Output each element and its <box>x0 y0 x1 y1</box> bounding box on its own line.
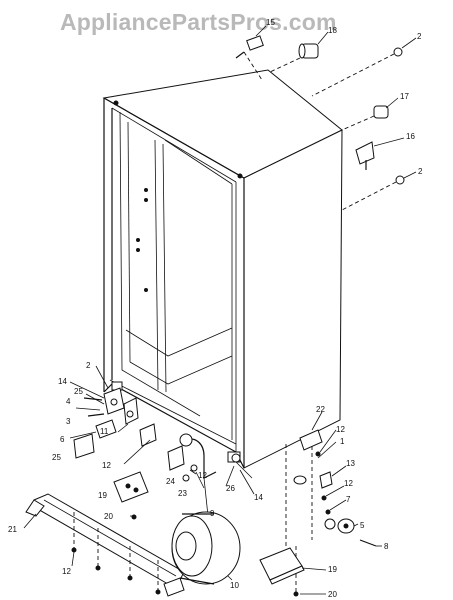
top-hardware-group <box>235 25 417 211</box>
callout-20-left: 20 <box>104 512 113 521</box>
callout-6: 6 <box>60 435 65 444</box>
callout-20-right: 20 <box>328 590 337 599</box>
screw-part-2-top <box>311 47 403 97</box>
callout-15: 15 <box>266 18 275 27</box>
callout-23: 23 <box>178 489 187 498</box>
kickplate-part-21 <box>23 493 185 597</box>
callout-12-c: 12 <box>336 425 345 434</box>
callout-2-top: 2 <box>417 32 422 41</box>
callout-9: 9 <box>210 509 215 518</box>
callout-24: 24 <box>166 477 175 486</box>
callout-13: 13 <box>346 459 355 468</box>
callout-25-b: 25 <box>52 453 61 462</box>
callout-22: 22 <box>316 405 325 414</box>
callout-12-b: 12 <box>198 471 207 480</box>
callout-8: 8 <box>384 542 389 551</box>
callout-12-a: 12 <box>102 461 111 470</box>
bushing-part-18 <box>269 43 319 73</box>
callout-1: 1 <box>340 437 345 446</box>
hinge-part-15 <box>235 35 264 81</box>
callout-labels: 15 18 2 17 16 2 2 14 25 4 3 6 25 11 12 1… <box>8 18 423 599</box>
callout-26: 26 <box>226 484 235 493</box>
drain-pan-part-10 <box>171 511 241 585</box>
callout-3: 3 <box>66 417 71 426</box>
refrigerator-cabinet <box>102 69 343 469</box>
callout-2-left: 2 <box>86 361 91 370</box>
callout-14-left: 14 <box>58 377 67 386</box>
callout-5: 5 <box>360 521 365 530</box>
callout-21: 21 <box>8 525 17 534</box>
bottom-left-hardware <box>69 365 235 520</box>
callout-4: 4 <box>66 397 71 406</box>
callout-14-right: 14 <box>254 493 263 502</box>
bottom-right-hardware <box>235 411 382 597</box>
hinge-part-16 <box>355 141 375 170</box>
callout-12-d: 12 <box>344 479 353 488</box>
bushing-part-17 <box>341 105 389 131</box>
callout-16: 16 <box>406 132 415 141</box>
callout-12-left: 12 <box>62 567 71 576</box>
callout-25-a: 25 <box>74 387 83 396</box>
watermark-text: AppliancePartsPros.com <box>60 9 337 35</box>
callout-11: 11 <box>100 427 109 436</box>
callout-2-mid: 2 <box>418 167 423 176</box>
callout-10: 10 <box>230 581 239 590</box>
callout-7: 7 <box>346 495 351 504</box>
callout-18: 18 <box>328 26 337 35</box>
callout-19-left: 19 <box>98 491 107 500</box>
callout-17: 17 <box>400 92 409 101</box>
callout-19-right: 19 <box>328 565 337 574</box>
screw-part-2-mid <box>341 175 405 211</box>
